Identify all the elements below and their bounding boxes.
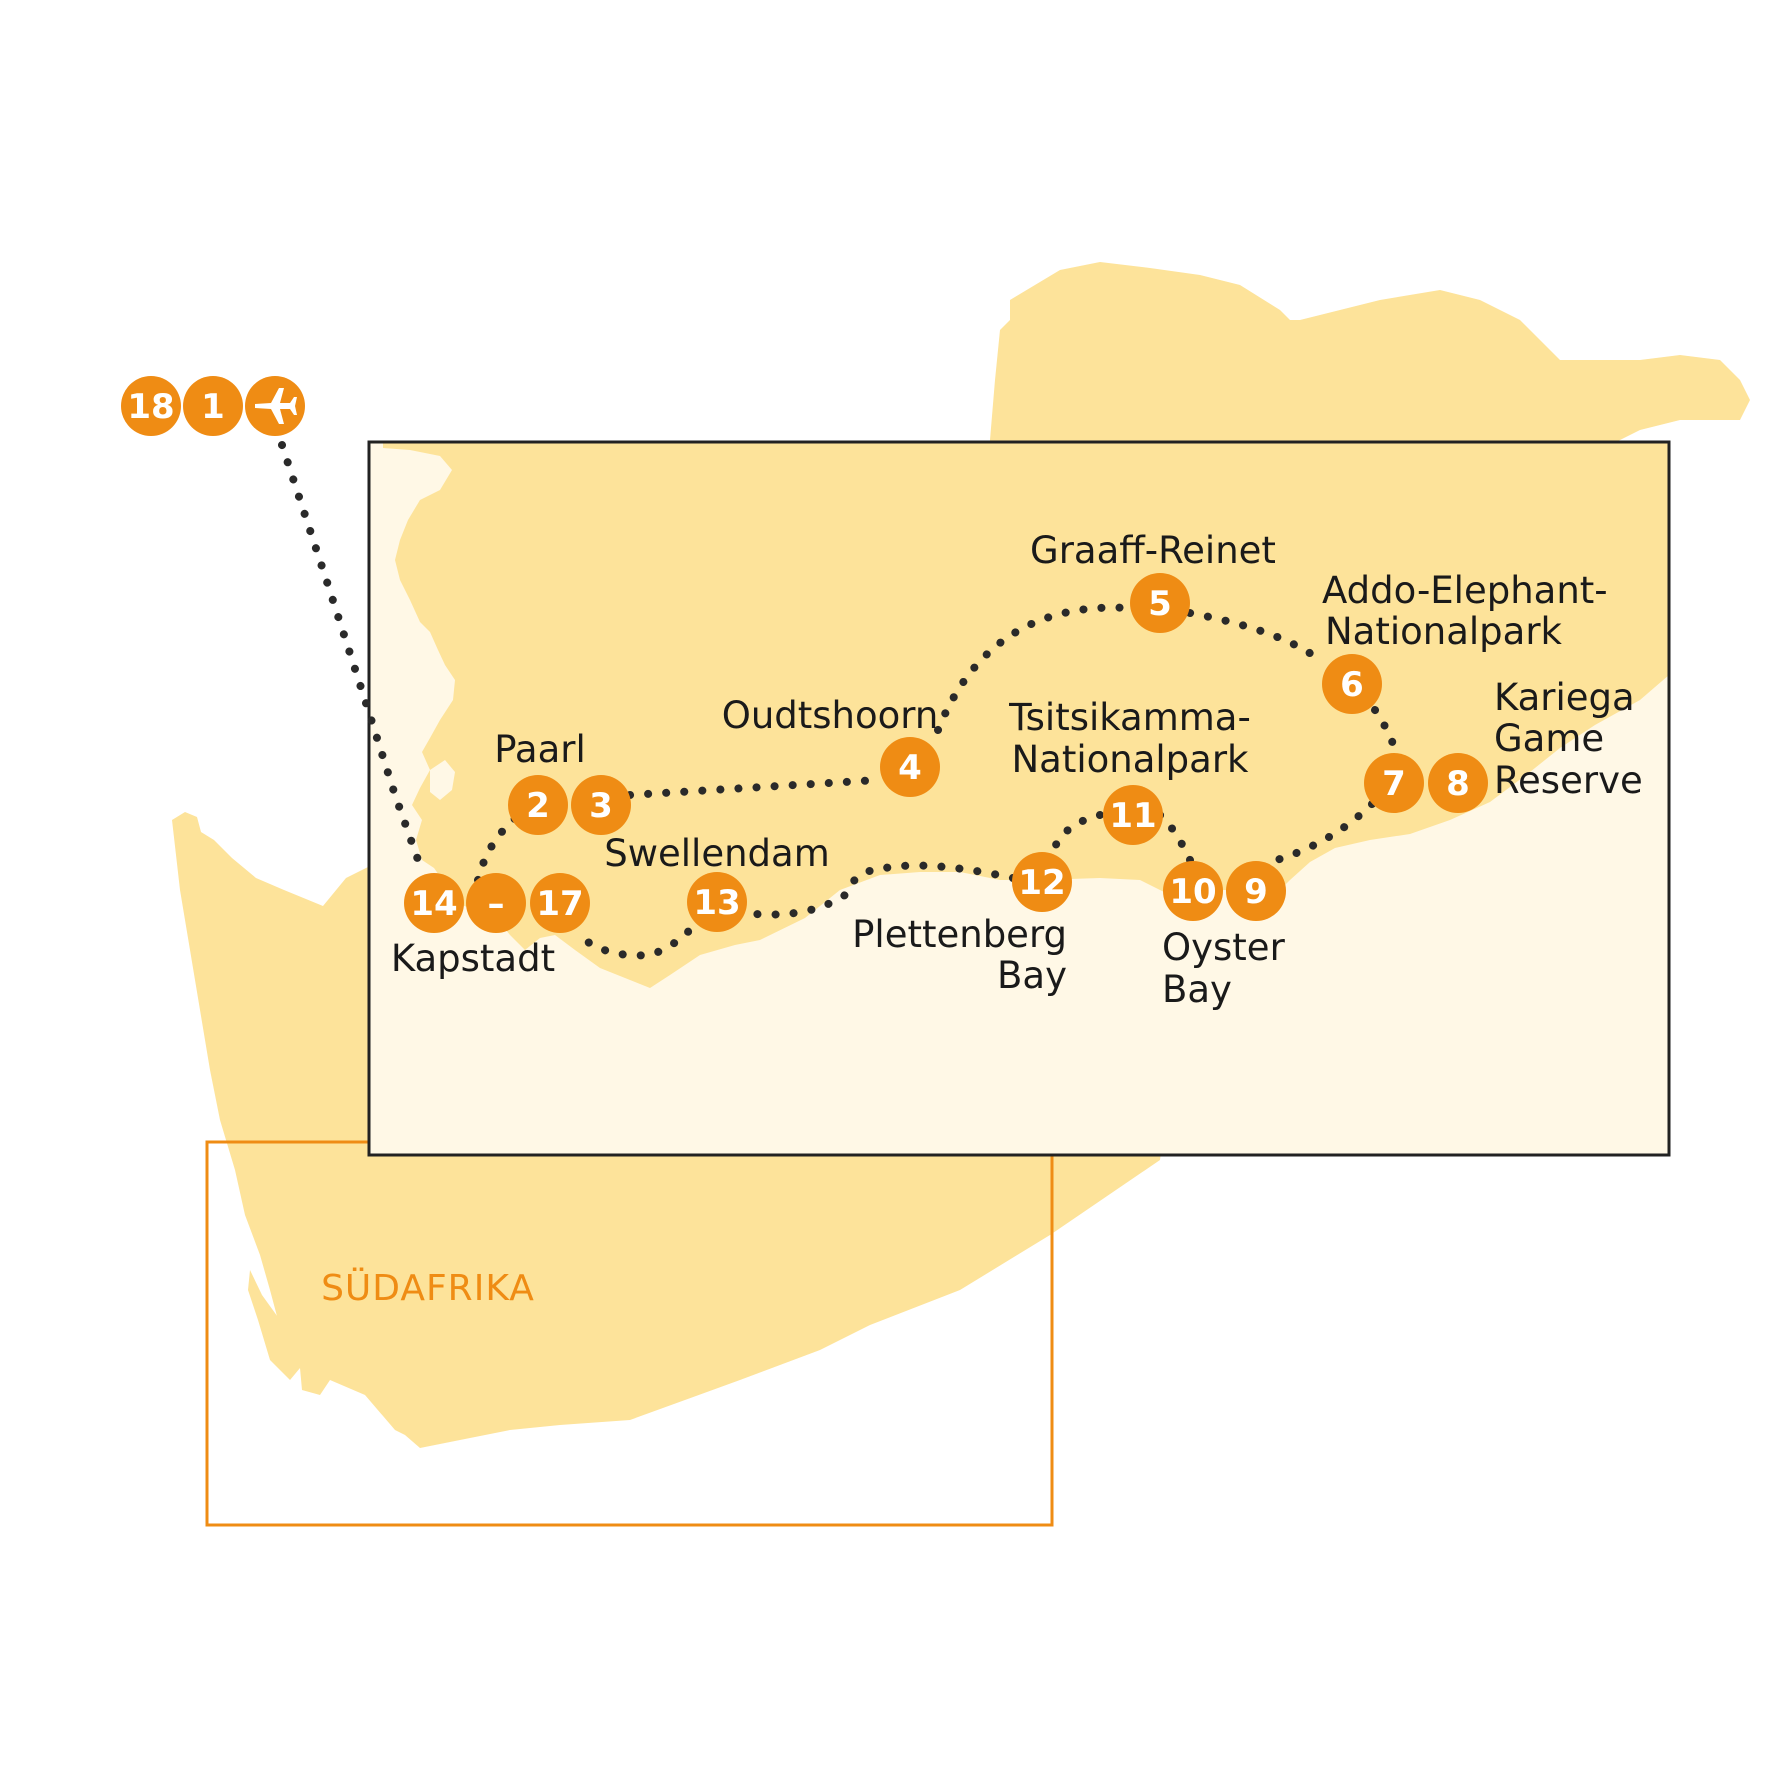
stop-marker bbox=[1428, 753, 1488, 813]
stop-marker bbox=[508, 775, 568, 835]
flight-day-number: 18 bbox=[127, 387, 174, 427]
place-labels: Kapstadt Paarl Swellendam Oudtshoorn Gra… bbox=[391, 529, 1643, 1011]
label-kapstadt: Kapstadt bbox=[391, 937, 555, 980]
stop-number: 3 bbox=[589, 786, 613, 826]
stop-number: 12 bbox=[1018, 863, 1065, 903]
label-paarl: Paarl bbox=[494, 728, 586, 771]
stop-number: 10 bbox=[1169, 872, 1216, 912]
stop-number: 9 bbox=[1244, 872, 1268, 912]
stop-marker bbox=[687, 872, 747, 932]
label-plettenberg-line2: Bay bbox=[997, 954, 1067, 997]
stop-number: 2 bbox=[526, 786, 550, 826]
label-swellendam: Swellendam bbox=[604, 832, 830, 875]
label-kariega-line3: Reserve bbox=[1494, 759, 1643, 802]
label-oudtshoorn: Oudtshoorn bbox=[722, 694, 939, 737]
label-oyster-line2: Bay bbox=[1162, 968, 1232, 1011]
table-bay bbox=[430, 760, 455, 800]
stop-marker bbox=[1322, 654, 1382, 714]
stop-markers: 14 – 17 2 3 4 5 6 7 8 9 10 11 12 13 bbox=[404, 573, 1488, 933]
stop-number: 13 bbox=[693, 883, 740, 923]
label-tsitsikamma-line2: Nationalpark bbox=[1012, 738, 1250, 781]
label-graaff-reinet: Graaff-Reinet bbox=[1030, 529, 1276, 572]
stop-number: – bbox=[488, 884, 505, 924]
stop-number: 6 bbox=[1340, 665, 1364, 705]
stop-number: 14 bbox=[410, 884, 457, 924]
stop-marker bbox=[404, 873, 464, 933]
flight-route bbox=[278, 441, 427, 878]
stop-marker bbox=[1012, 852, 1072, 912]
country-label: SÜDAFRIKA bbox=[321, 1267, 535, 1309]
stop-marker bbox=[1226, 861, 1286, 921]
stop-marker bbox=[571, 775, 631, 835]
label-kariega-line1: Kariega bbox=[1494, 676, 1635, 719]
flight-day-marker bbox=[183, 376, 243, 436]
stop-marker bbox=[1103, 785, 1163, 845]
stop-marker bbox=[880, 737, 940, 797]
inset-frame bbox=[367, 440, 1671, 1157]
label-kariega-line2: Game bbox=[1494, 717, 1604, 760]
route-oudtshoorn-graaff bbox=[934, 603, 1134, 734]
stop-marker bbox=[1163, 861, 1223, 921]
stop-marker bbox=[466, 873, 526, 933]
route-tsits-plett bbox=[1048, 811, 1104, 859]
label-plettenberg-line1: Plettenberg bbox=[852, 913, 1067, 956]
label-tsitsikamma-line1: Tsitsikamma- bbox=[1008, 696, 1251, 739]
flight-markers: 18 1 bbox=[121, 376, 305, 436]
stop-number: 17 bbox=[536, 884, 583, 924]
stop-marker bbox=[1130, 573, 1190, 633]
stop-number: 5 bbox=[1148, 584, 1172, 624]
route-paarl-oudtshoorn bbox=[626, 776, 882, 799]
flight-day-marker bbox=[121, 376, 181, 436]
label-addo-line1: Addo-Elephant- bbox=[1322, 569, 1608, 612]
lesotho-region bbox=[1010, 262, 1380, 450]
route-kariega-oyster bbox=[1266, 800, 1376, 866]
stop-marker bbox=[530, 873, 590, 933]
flight-day-number: 1 bbox=[201, 387, 225, 427]
stop-number: 8 bbox=[1446, 764, 1470, 804]
route-graaff-addo bbox=[1186, 609, 1324, 664]
airplane-icon bbox=[255, 388, 297, 424]
stop-number: 11 bbox=[1109, 796, 1156, 836]
stop-number: 4 bbox=[898, 748, 922, 788]
label-addo-line2: Nationalpark bbox=[1325, 610, 1563, 653]
inset-land bbox=[383, 442, 1669, 988]
label-oyster-line1: Oyster bbox=[1162, 926, 1286, 969]
stop-marker bbox=[1364, 753, 1424, 813]
route-swellendam-kapstadt bbox=[581, 914, 704, 960]
stop-number: 7 bbox=[1382, 764, 1406, 804]
cape-peninsula bbox=[248, 1270, 300, 1380]
